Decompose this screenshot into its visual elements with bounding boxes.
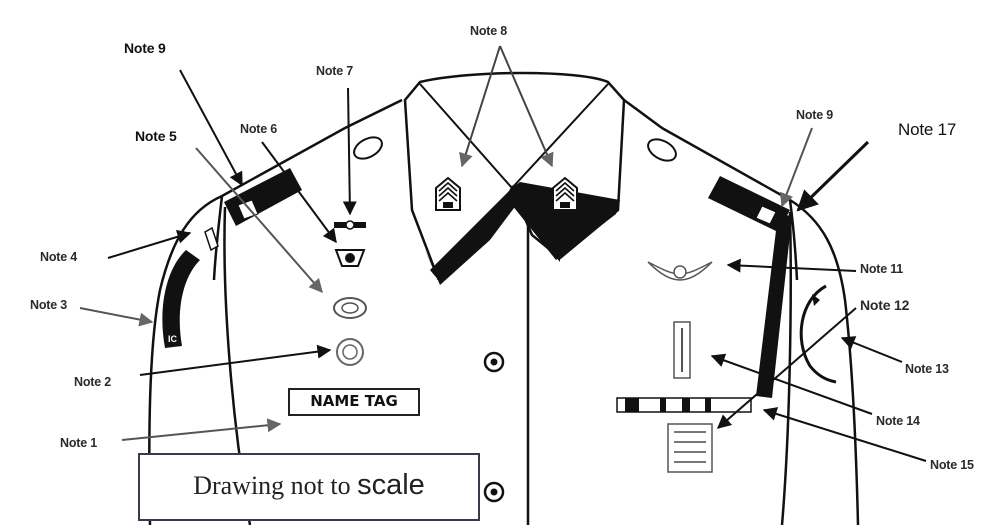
- svg-text:HONOR: HONOR: [180, 300, 198, 335]
- label-note13: Note 13: [905, 362, 949, 376]
- shoulder-button-right: [647, 138, 677, 162]
- collar-insignia-right: [552, 176, 578, 211]
- badge-note7: [334, 220, 366, 230]
- badge-note6: [334, 249, 366, 267]
- scale-note-box: Drawing not to scale: [138, 453, 480, 521]
- scale-note-text: Drawing not to scale: [140, 469, 478, 502]
- name-tag: NAME TAG: [288, 388, 420, 416]
- shirt-outline: [148, 82, 860, 525]
- badge-note14: [673, 321, 691, 379]
- label-note11: Note 11: [860, 262, 904, 276]
- scale-note-prefix: Drawing not to: [193, 471, 358, 500]
- sleeve-tab-left: HONOR IC: [162, 226, 219, 348]
- label-note6: Note 6: [240, 122, 278, 136]
- badge-note2: [336, 338, 364, 366]
- label-note12: Note 12: [860, 297, 910, 313]
- svg-text:IC: IC: [168, 334, 178, 344]
- label-note4: Note 4: [40, 250, 78, 264]
- label-note1: Note 1: [60, 436, 98, 450]
- label-note15: Note 15: [930, 458, 974, 472]
- label-note5: Note 5: [135, 128, 177, 144]
- collar: [403, 71, 626, 285]
- ribbon-bar-note15: [616, 397, 752, 413]
- label-note3: Note 3: [30, 298, 68, 312]
- label-note8: Note 8: [470, 24, 508, 38]
- label-note2: Note 2: [74, 375, 112, 389]
- label-note17: Note 17: [898, 120, 957, 139]
- badge-note12: [667, 423, 713, 473]
- shoulder-cord: [756, 214, 792, 398]
- collar-insignia-left: [435, 176, 461, 211]
- badge-note5: [333, 297, 367, 319]
- label-note14: Note 14: [876, 414, 920, 428]
- sleeve-patch-right: [799, 284, 837, 384]
- wings-badge-note11: [647, 261, 713, 281]
- epaulet-left: [224, 168, 302, 226]
- leader-arrows: [79, 45, 927, 462]
- label-note9-right: Note 9: [796, 108, 834, 122]
- label-note9-left: Note 9: [124, 40, 166, 56]
- shirt-button-2: [483, 481, 505, 503]
- label-note7: Note 7: [316, 64, 354, 78]
- epaulet-right: [708, 176, 790, 232]
- scale-note-emphasis: scale: [357, 469, 425, 501]
- shoulder-button-left: [353, 136, 383, 160]
- shirt-button-1: [483, 351, 505, 373]
